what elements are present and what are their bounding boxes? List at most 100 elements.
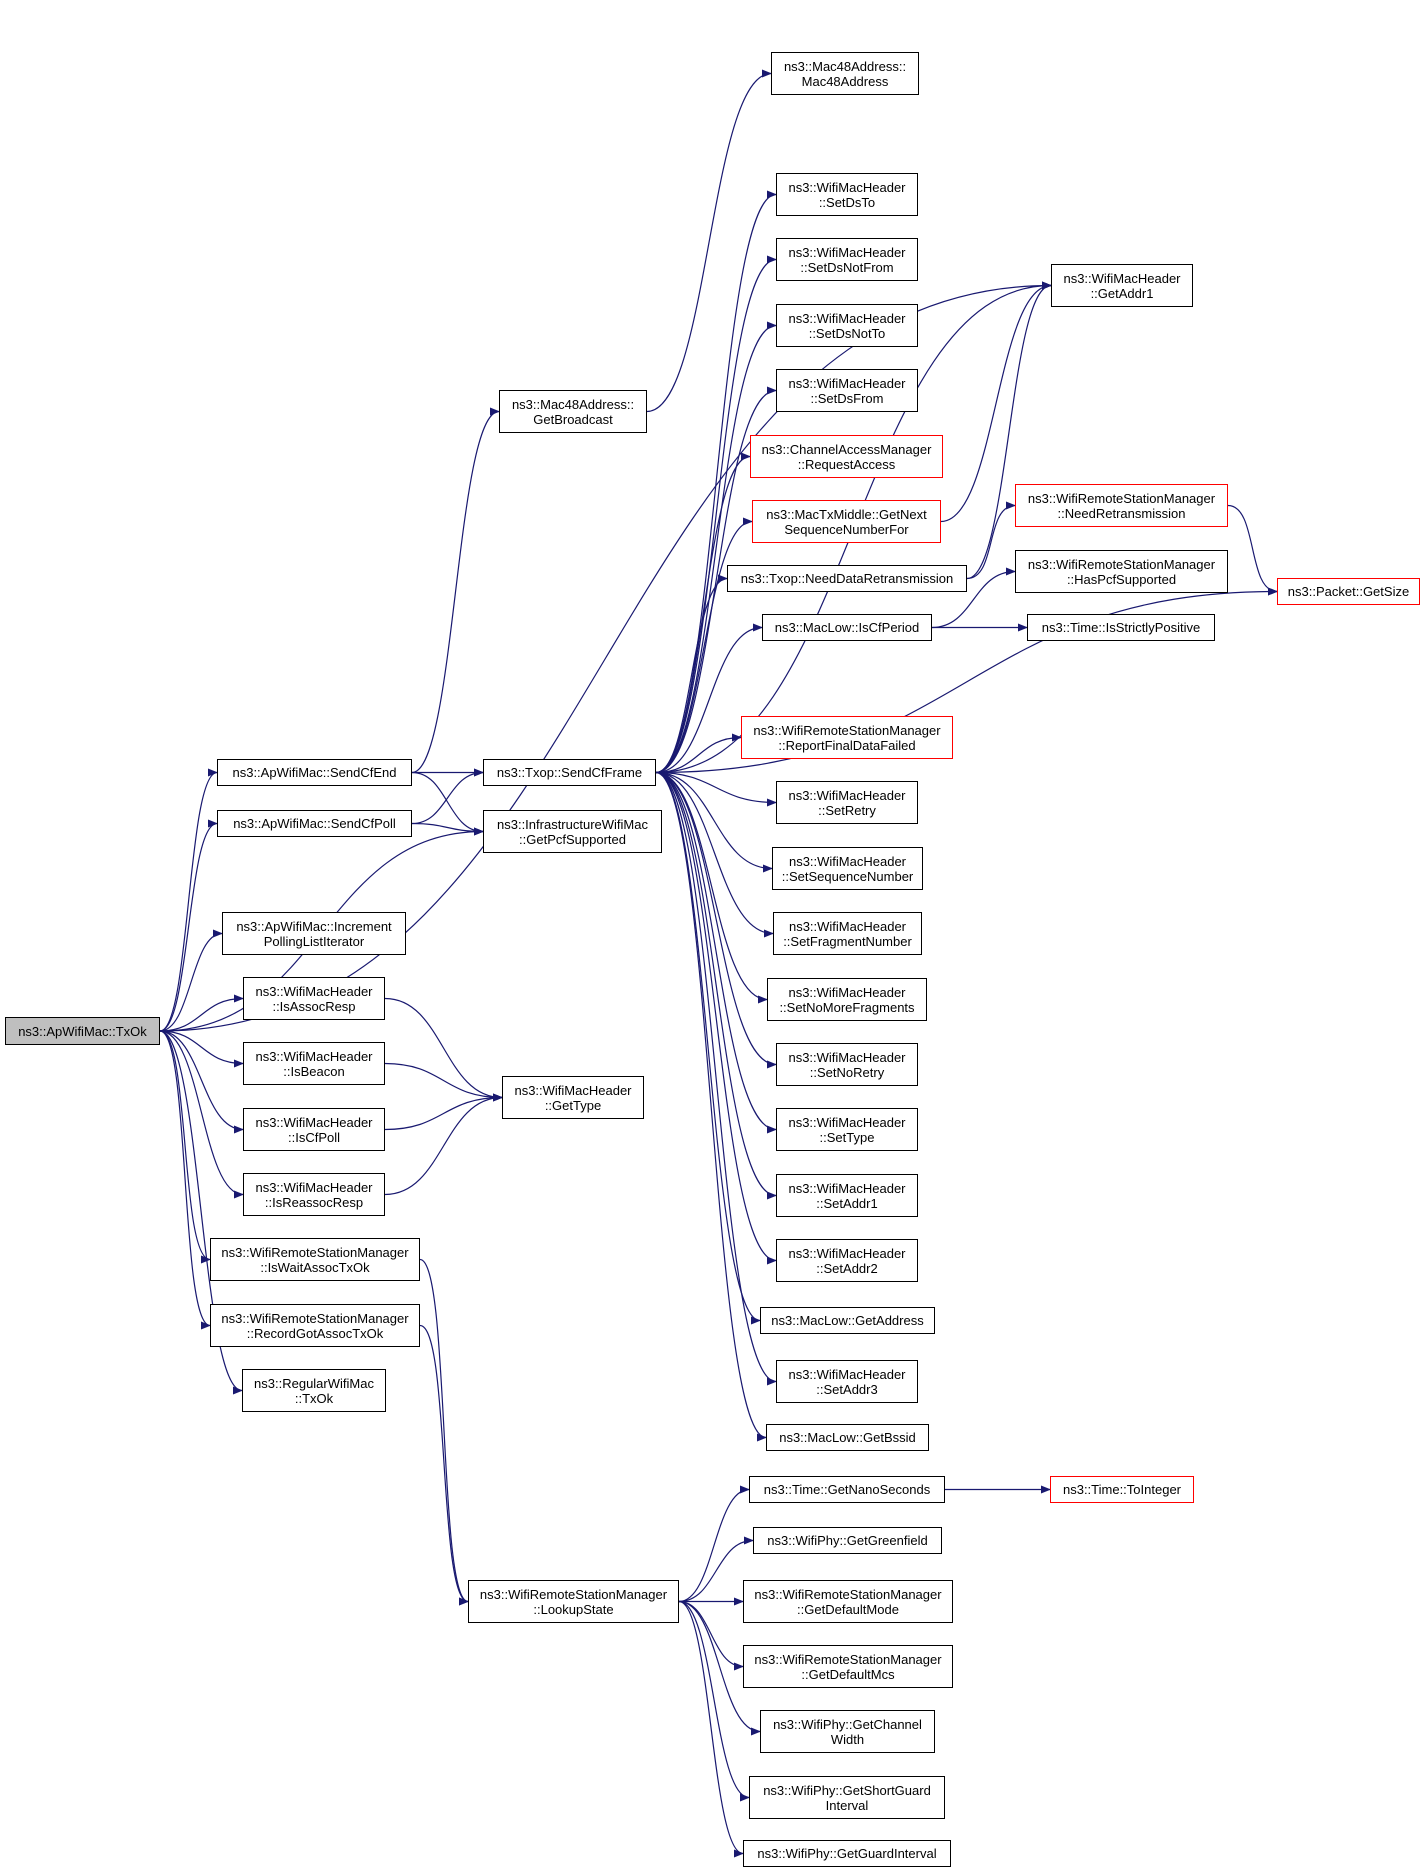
- call-edge-send_cf_frame-to-set_seq_number: [655, 771, 773, 873]
- node-is-cf-period[interactable]: ns3::MacLow::IsCfPeriod: [762, 614, 932, 641]
- node-record-got-assoc-txok[interactable]: ns3::WifiRemoteStationManager::RecordGot…: [210, 1304, 420, 1347]
- node-set-ds-not-to[interactable]: ns3::WifiMacHeader::SetDsNotTo: [776, 304, 918, 347]
- call-edge-send_cf_frame-to-set_addr2: [655, 771, 777, 1265]
- call-edge-send_cf_frame-to-need_data_retx: [655, 574, 728, 774]
- call-edge-send_cf_frame-to-set_addr3: [655, 771, 777, 1386]
- call-edge-is_beacon-to-get_type: [384, 1062, 503, 1102]
- node-get-greenfield[interactable]: ns3::WifiPhy::GetGreenfield: [753, 1527, 942, 1554]
- node-is-wait-assoc-txok[interactable]: ns3::WifiRemoteStationManager::IsWaitAss…: [210, 1238, 420, 1281]
- node-is-strictly-positive[interactable]: ns3::Time::IsStrictlyPositive: [1027, 614, 1215, 641]
- call-edge-root-to-is_beacon: [159, 1030, 244, 1068]
- call-edge-lookup_state-to-get_greenfield: [678, 1536, 754, 1603]
- node-is-beacon[interactable]: ns3::WifiMacHeader::IsBeacon: [243, 1042, 385, 1085]
- node-set-addr1[interactable]: ns3::WifiMacHeader::SetAddr1: [776, 1174, 918, 1217]
- node-set-no-more-fragments[interactable]: ns3::WifiMacHeader::SetNoMoreFragments: [767, 978, 927, 1021]
- node-ap-wifi-mac-txok[interactable]: ns3::ApWifiMac::TxOk: [5, 1017, 160, 1045]
- call-edge-root-to-is_wait_assoc: [159, 1030, 211, 1264]
- node-report-final-data-failed[interactable]: ns3::WifiRemoteStationManager::ReportFin…: [741, 716, 953, 759]
- node-get-guard-interval[interactable]: ns3::WifiPhy::GetGuardInterval: [743, 1840, 951, 1867]
- node-regular-wifi-mac-txok[interactable]: ns3::RegularWifiMac::TxOk: [242, 1369, 386, 1412]
- call-edge-send_cf_frame-to-set_no_retry: [655, 771, 777, 1069]
- call-edge-send_cf_frame-to-set_retry: [655, 771, 777, 807]
- node-get-nano-seconds[interactable]: ns3::Time::GetNanoSeconds: [749, 1476, 945, 1503]
- call-edge-send_cf_frame-to-set_addr1: [655, 771, 777, 1200]
- call-edge-need_data_retx-to-get_addr1: [966, 281, 1052, 580]
- call-edge-send_cf_frame-to-set_type: [655, 771, 777, 1134]
- node-set-ds-to[interactable]: ns3::WifiMacHeader::SetDsTo: [776, 173, 918, 216]
- node-need-retransmission[interactable]: ns3::WifiRemoteStationManager::NeedRetra…: [1015, 484, 1228, 527]
- call-edge-send_cf_end-to-get_pcf_supported: [411, 771, 484, 836]
- node-need-data-retransmission[interactable]: ns3::Txop::NeedDataRetransmission: [727, 565, 967, 592]
- node-set-addr3[interactable]: ns3::WifiMacHeader::SetAddr3: [776, 1360, 918, 1403]
- node-set-sequence-number[interactable]: ns3::WifiMacHeader::SetSequenceNumber: [772, 847, 923, 890]
- call-edge-lookup_state-to-get_nano_seconds: [678, 1485, 750, 1603]
- node-get-addr1[interactable]: ns3::WifiMacHeader::GetAddr1: [1051, 264, 1193, 307]
- call-edge-root-to-is_cf_poll: [159, 1030, 244, 1134]
- call-edge-is_wait_assoc-to-lookup_state: [419, 1258, 469, 1606]
- call-edge-send_cf_frame-to-is_cf_period: [655, 623, 763, 774]
- node-mac48-address-ctor[interactable]: ns3::Mac48Address::Mac48Address: [771, 52, 919, 95]
- node-send-cf-frame[interactable]: ns3::Txop::SendCfFrame: [483, 759, 656, 786]
- call-edge-lookup_state-to-get_guard_interval: [678, 1600, 744, 1858]
- call-edge-send_cf_frame-to-set_ds_not_to: [655, 321, 777, 774]
- node-get-address[interactable]: ns3::MacLow::GetAddress: [760, 1307, 935, 1334]
- call-edge-send_cf_frame-to-report_final_failed: [655, 733, 742, 774]
- node-is-cf-poll[interactable]: ns3::WifiMacHeader::IsCfPoll: [243, 1108, 385, 1151]
- call-edge-send_cf_frame-to-get_address: [655, 771, 761, 1325]
- node-get-default-mcs[interactable]: ns3::WifiRemoteStationManager::GetDefaul…: [743, 1645, 953, 1688]
- node-set-ds-not-from[interactable]: ns3::WifiMacHeader::SetDsNotFrom: [776, 238, 918, 281]
- call-edge-is_cf_period-to-has_pcf_supported: [931, 567, 1016, 629]
- node-set-no-retry[interactable]: ns3::WifiMacHeader::SetNoRetry: [776, 1043, 918, 1086]
- call-edge-root-to-is_reassoc_resp: [159, 1030, 244, 1199]
- call-edge-is_cf_poll-to-get_type: [384, 1093, 503, 1131]
- call-edge-send_cf_frame-to-set_ds_to: [655, 190, 777, 774]
- call-edge-need_data_retx-to-need_retransmission: [966, 501, 1016, 580]
- node-is-reassoc-resp[interactable]: ns3::WifiMacHeader::IsReassocResp: [243, 1173, 385, 1216]
- node-set-retry[interactable]: ns3::WifiMacHeader::SetRetry: [776, 781, 918, 824]
- call-edge-record_got_assoc-to-lookup_state: [419, 1324, 469, 1606]
- node-set-ds-from[interactable]: ns3::WifiMacHeader::SetDsFrom: [776, 369, 918, 412]
- node-get-default-mode[interactable]: ns3::WifiRemoteStationManager::GetDefaul…: [743, 1580, 953, 1623]
- call-edge-need_retransmission-to-get_size: [1227, 504, 1278, 596]
- call-edge-send_cf_frame-to-request_access: [655, 452, 751, 774]
- node-get-bssid[interactable]: ns3::MacLow::GetBssid: [766, 1424, 929, 1451]
- node-get-pcf-supported[interactable]: ns3::InfrastructureWifiMac::GetPcfSuppor…: [483, 810, 662, 853]
- call-edge-send_cf_frame-to-get_size: [655, 587, 1278, 774]
- call-edge-send_cf_poll-to-send_cf_frame: [411, 768, 484, 825]
- call-edge-root-to-is_assoc_resp: [159, 994, 244, 1032]
- call-edge-lookup_state-to-get_short_guard: [678, 1600, 750, 1802]
- call-edge-get_broadcast-to-mac48_ctor: [646, 69, 772, 413]
- node-is-assoc-resp[interactable]: ns3::WifiMacHeader::IsAssocResp: [243, 977, 385, 1020]
- node-packet-get-size[interactable]: ns3::Packet::GetSize: [1277, 578, 1420, 605]
- node-set-addr2[interactable]: ns3::WifiMacHeader::SetAddr2: [776, 1239, 918, 1282]
- node-send-cf-end[interactable]: ns3::ApWifiMac::SendCfEnd: [217, 759, 412, 786]
- call-edge-send_cf_frame-to-set_fragment_number: [655, 771, 774, 938]
- call-edge-root-to-send_cf_end: [159, 768, 218, 1032]
- call-edge-root-to-regular_txok: [159, 1030, 243, 1395]
- call-edge-send_cf_poll-to-get_pcf_supported: [411, 822, 484, 836]
- node-lookup-state[interactable]: ns3::WifiRemoteStationManager::LookupSta…: [468, 1580, 679, 1623]
- call-edge-root-to-record_got_assoc: [159, 1030, 211, 1330]
- call-edge-root-to-send_cf_poll: [159, 819, 218, 1032]
- call-edge-root-to-increment_polling: [159, 929, 223, 1032]
- node-get-broadcast[interactable]: ns3::Mac48Address::GetBroadcast: [499, 390, 647, 433]
- call-edge-lookup_state-to-get_channel_width: [678, 1600, 761, 1736]
- node-has-pcf-supported[interactable]: ns3::WifiRemoteStationManager::HasPcfSup…: [1015, 550, 1228, 593]
- call-edge-send_cf_end-to-get_broadcast: [411, 407, 500, 774]
- call-edge-is_assoc_resp-to-get_type: [384, 997, 503, 1102]
- call-edge-is_reassoc_resp-to-get_type: [384, 1093, 503, 1196]
- node-get-type[interactable]: ns3::WifiMacHeader::GetType: [502, 1076, 644, 1119]
- node-request-access[interactable]: ns3::ChannelAccessManager::RequestAccess: [750, 435, 943, 478]
- node-set-type[interactable]: ns3::WifiMacHeader::SetType: [776, 1108, 918, 1151]
- node-set-fragment-number[interactable]: ns3::WifiMacHeader::SetFragmentNumber: [773, 912, 922, 955]
- call-edge-send_cf_frame-to-set_no_more_fragments: [655, 771, 768, 1004]
- call-edge-get_next_seq-to-get_addr1: [940, 281, 1052, 523]
- call-edge-send_cf_frame-to-get_bssid: [655, 771, 767, 1442]
- node-send-cf-poll[interactable]: ns3::ApWifiMac::SendCfPoll: [217, 810, 412, 837]
- node-to-integer[interactable]: ns3::Time::ToInteger: [1050, 1476, 1194, 1503]
